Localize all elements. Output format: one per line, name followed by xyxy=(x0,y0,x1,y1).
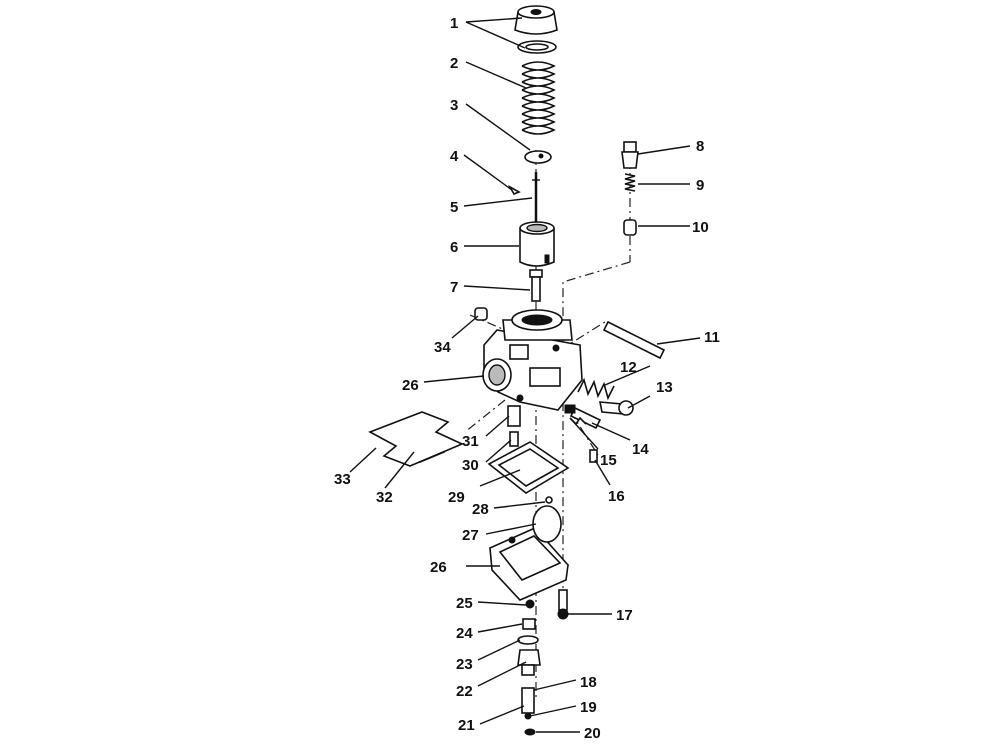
part-6-throttle-valve xyxy=(519,221,555,267)
part-20-plug xyxy=(524,728,536,736)
part-21-tube xyxy=(521,687,535,714)
callout-10: 10 xyxy=(692,219,709,236)
part-7-needle-jet xyxy=(529,269,543,302)
part-27-float xyxy=(532,505,562,543)
part-26-float-bowl xyxy=(488,527,570,601)
callout-25: 25 xyxy=(456,595,473,612)
part-29-gasket xyxy=(487,441,570,494)
part-25-washer xyxy=(525,599,535,609)
callout-8: 8 xyxy=(696,138,704,155)
callout-6: 6 xyxy=(450,239,458,256)
callout-16: 16 xyxy=(608,488,625,505)
callout-4: 4 xyxy=(450,148,459,165)
callout-12: 12 xyxy=(620,359,637,376)
part-24-spacer xyxy=(522,618,536,630)
part-31-main-jet-holder xyxy=(507,405,521,427)
callout-26-body: 26 xyxy=(402,377,419,394)
callout-3: 3 xyxy=(450,97,458,114)
part-12-spring xyxy=(577,377,615,401)
callout-34: 34 xyxy=(434,339,451,356)
callout-32: 32 xyxy=(376,489,393,506)
part-23-o-ring xyxy=(517,635,539,645)
part-9-spring xyxy=(624,173,636,192)
callout-2: 2 xyxy=(450,55,458,72)
callout-20: 20 xyxy=(584,725,601,742)
part-1-cap xyxy=(514,5,558,54)
callout-labels: 1 2 3 4 5 6 7 8 9 10 11 12 13 14 15 16 1… xyxy=(334,15,720,742)
part-5-needle xyxy=(532,172,540,222)
callout-22: 22 xyxy=(456,683,473,700)
carburetor-body xyxy=(482,309,583,411)
callout-9: 9 xyxy=(696,177,704,194)
callout-33: 33 xyxy=(334,471,351,488)
callout-11: 11 xyxy=(704,329,720,346)
callout-5: 5 xyxy=(450,199,458,216)
callout-30: 30 xyxy=(462,457,479,474)
part-13-screw xyxy=(599,400,634,416)
callout-27: 27 xyxy=(462,527,479,544)
part-30-jet xyxy=(509,431,519,447)
part-16-jet xyxy=(589,449,598,463)
part-3-retainer xyxy=(524,150,552,164)
callout-7: 7 xyxy=(450,279,458,296)
callout-29: 29 xyxy=(448,489,465,506)
callout-14: 14 xyxy=(632,441,649,458)
callout-18: 18 xyxy=(580,674,597,691)
leader-lines xyxy=(349,17,701,733)
callout-28: 28 xyxy=(472,501,489,518)
callout-23: 23 xyxy=(456,656,473,673)
part-8-fitting xyxy=(621,141,639,169)
part-22-holder xyxy=(517,649,541,676)
callout-17: 17 xyxy=(616,607,633,624)
callout-26-bowl: 26 xyxy=(430,559,447,576)
callout-24: 24 xyxy=(456,625,473,642)
part-33-plate xyxy=(368,411,464,467)
part-4-clip xyxy=(507,184,521,196)
part-2-spring xyxy=(521,61,556,135)
part-10-plunger xyxy=(623,219,637,236)
callout-15: 15 xyxy=(600,452,617,469)
callout-13: 13 xyxy=(656,379,673,396)
part-11-shaft xyxy=(602,320,666,360)
part-28-pin xyxy=(545,496,553,504)
callout-31: 31 xyxy=(462,433,479,450)
part-17-bolt xyxy=(557,589,569,620)
callout-21: 21 xyxy=(458,717,475,734)
callout-19: 19 xyxy=(580,699,597,716)
part-34-cap xyxy=(474,307,488,321)
callout-1: 1 xyxy=(450,15,458,32)
